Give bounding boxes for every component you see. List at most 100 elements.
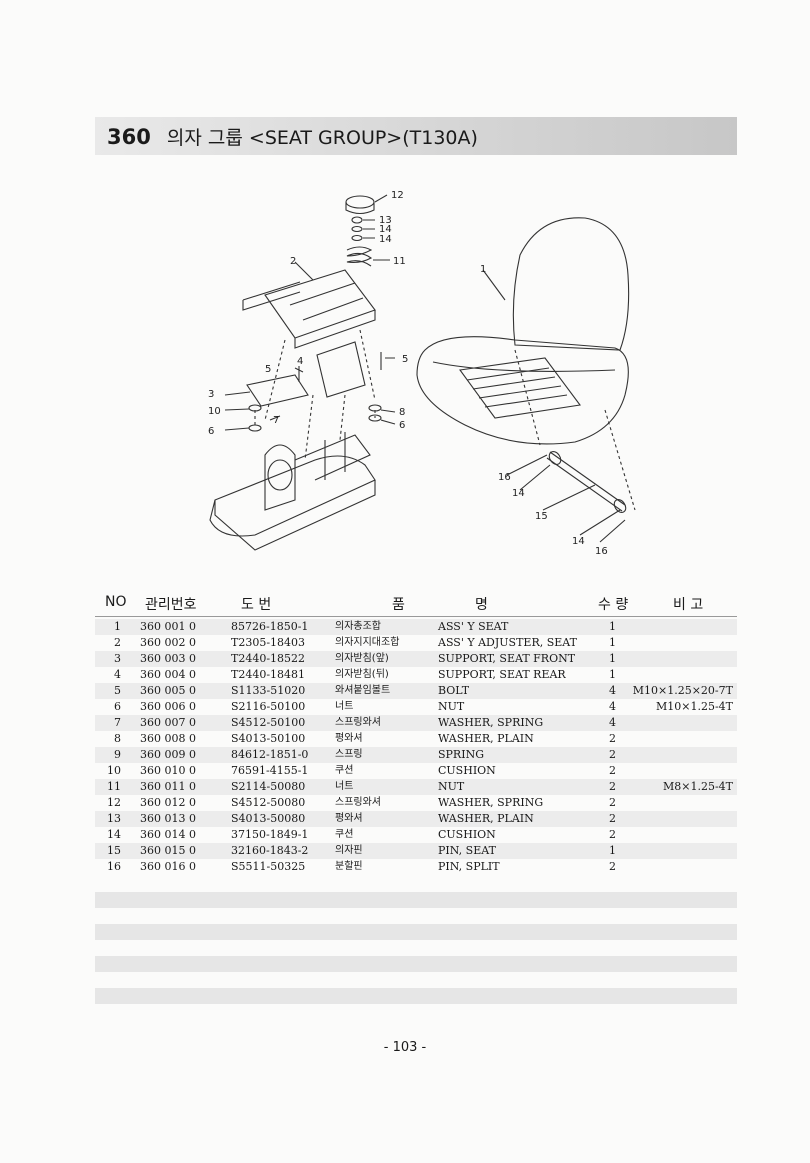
cell-no: 1 (114, 620, 121, 633)
cell-qty: 1 (609, 636, 616, 649)
cell-code: 360 001 0 (140, 620, 196, 633)
cell-no: 12 (107, 796, 121, 809)
cell-part: S4512-50080 (231, 796, 306, 809)
cell-name: WASHER, SPRING (438, 716, 544, 729)
cell-name: WASHER, PLAIN (438, 812, 534, 825)
callout-15: 15 (535, 511, 548, 522)
cell-qty: 1 (609, 620, 616, 633)
cell-part: S5511-50325 (231, 860, 306, 873)
cell-code: 360 016 0 (140, 860, 196, 873)
cell-code: 360 005 0 (140, 684, 196, 697)
cell-kor: 너트 (335, 781, 354, 792)
callout-5a: 5 (265, 364, 271, 375)
table-header: NO 관리번호 도 번 품 명 수 량 비 고 (95, 592, 737, 616)
cell-no: 16 (107, 860, 121, 873)
cell-qty: 2 (609, 780, 616, 793)
cell-code: 360 011 0 (140, 780, 196, 793)
cell-code: 360 012 0 (140, 796, 196, 809)
cell-part: 85726-1850-1 (231, 620, 309, 633)
header-divider (95, 616, 737, 617)
cell-kor: 스프링와셔 (335, 797, 381, 808)
callout-1: 1 (480, 264, 486, 275)
empty-row-band (95, 988, 737, 1004)
cell-no: 15 (107, 844, 121, 857)
cell-code: 360 015 0 (140, 844, 196, 857)
cell-code: 360 004 0 (140, 668, 196, 681)
cell-part: T2440-18481 (231, 668, 306, 681)
callout-2: 2 (290, 256, 296, 267)
cell-name: ASS' Y ADJUSTER, SEAT (438, 636, 577, 649)
empty-row-band (95, 956, 737, 972)
header-name-english: 명 (475, 597, 488, 613)
header-part-number: 도 번 (241, 597, 272, 613)
cell-name: SUPPORT, SEAT REAR (438, 668, 566, 681)
cell-code: 360 006 0 (140, 700, 196, 713)
cell-name: WASHER, PLAIN (438, 732, 534, 745)
seat-frame (209, 455, 376, 537)
cell-no: 10 (107, 764, 121, 777)
cell-part: T2305-18403 (231, 636, 306, 649)
header-remarks: 비 고 (673, 597, 704, 613)
washer-12 (351, 225, 363, 233)
cell-kor: 의자총조합 (335, 621, 381, 632)
cell-qty: 2 (609, 748, 616, 761)
header-no: NO (105, 594, 127, 610)
cell-part: S4013-50100 (231, 732, 306, 745)
cell-no: 11 (107, 780, 121, 793)
cell-kor: 와셔붙임볼트 (335, 685, 391, 696)
cell-code: 360 009 0 (140, 748, 196, 761)
cell-qty: 2 (609, 764, 616, 777)
cell-name: NUT (438, 700, 465, 713)
cell-no: 9 (114, 748, 121, 761)
cell-no: 5 (114, 684, 121, 697)
cell-name: PIN, SEAT (438, 844, 496, 857)
cell-part: S2116-50100 (231, 700, 306, 713)
cell-name: CUSHION (438, 828, 496, 841)
cell-code: 360 007 0 (140, 716, 196, 729)
cell-name: WASHER, SPRING (438, 796, 544, 809)
cell-kor: 의자지지대조합 (335, 637, 400, 648)
seat-adjuster (264, 269, 376, 339)
cell-qty: 2 (609, 812, 616, 825)
cell-kor: 너트 (335, 701, 354, 712)
cell-part: 76591-4155-1 (231, 764, 309, 777)
cell-qty: 4 (609, 684, 616, 697)
section-number: 360 (107, 125, 151, 149)
cell-name: ASS' Y SEAT (438, 620, 509, 633)
seat-base (416, 336, 629, 445)
section-title: 360 의자 그룹 <SEAT GROUP>(T130A) (107, 123, 478, 150)
seat-pin (546, 451, 626, 512)
cell-name: BOLT (438, 684, 470, 697)
cell-code: 360 014 0 (140, 828, 196, 841)
callout-4: 4 (297, 356, 303, 367)
callout-6b: 6 (399, 420, 405, 431)
cell-qty: 4 (609, 716, 616, 729)
cell-no: 6 (114, 700, 121, 713)
callout-3: 3 (208, 389, 214, 400)
section-title-korean: 의자 그룹 (166, 127, 243, 149)
cell-qty: 2 (609, 828, 616, 841)
cell-code: 360 010 0 (140, 764, 196, 777)
cell-no: 3 (114, 652, 121, 665)
cell-remarks: M10×1.25×20-7T (632, 684, 733, 697)
callout-7b: 8 (399, 407, 405, 418)
table-row: 12 360 012 0 S4512-50080 스프링와셔 WASHER, SPRIN… (95, 795, 737, 811)
cell-remarks: M8×1.25-4T (662, 780, 733, 793)
cell-kor: 분할핀 (335, 861, 363, 872)
cell-kor: 의자받침(뒤) (335, 669, 389, 680)
support-rear (316, 341, 366, 398)
cell-name: PIN, SPLIT (438, 860, 500, 873)
callout-16b: 16 (595, 546, 608, 557)
support-front (246, 374, 309, 407)
callout-16a: 16 (498, 472, 511, 483)
cell-no: 13 (107, 812, 121, 825)
cell-name: SUPPORT, SEAT FRONT (438, 652, 576, 665)
spring-9 (346, 246, 373, 267)
cell-kor: 의자핀 (335, 845, 363, 856)
